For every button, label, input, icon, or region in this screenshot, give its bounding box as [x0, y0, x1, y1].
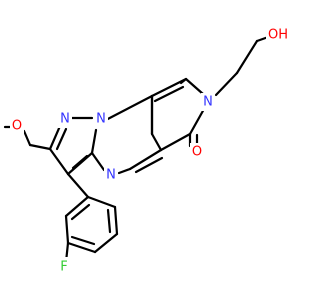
bond-ph-4: [66, 241, 97, 254]
atom-bg: [266, 26, 290, 44]
bond-c-ch2: [28, 143, 52, 151]
bond-ph-4b: [70, 235, 96, 246]
atom-pyrazole-nitrogen: N: [60, 112, 70, 127]
atom-bg: [57, 257, 71, 275]
bond-carbonyl-c: [159, 132, 192, 152]
bond-ph-6: [64, 195, 90, 218]
bond-layer: [3, 33, 276, 264]
bond-pm-1: [128, 148, 163, 171]
bond-pz-2: [48, 124, 62, 151]
atom-bg: [10, 117, 24, 135]
bond-ring1-a: [150, 77, 188, 98]
bond-pz-2b: [55, 127, 68, 151]
bond-ring-fuse: [150, 132, 163, 152]
bond-pz-3: [48, 147, 70, 176]
atom-amide-nitrogen: N: [203, 95, 213, 110]
bond-n-c-ring1: [184, 77, 205, 96]
bond-n-c-carbonyl: [188, 107, 206, 136]
atom-bg: [94, 110, 108, 128]
molecule-structure: OH N O N N N O F: [3, 26, 290, 275]
bond-c-n-chain: [214, 71, 239, 97]
bond-pz-ph: [66, 172, 90, 199]
atom-pyrazole-nitrogen-bridge: N: [96, 112, 106, 127]
bond-ring1-a2: [153, 85, 185, 103]
atom-carbonyl-oxygen: O: [192, 145, 202, 160]
bond-ph-3: [93, 232, 119, 254]
bond-ch2-o: [22, 129, 32, 147]
bond-pz-4b: [71, 154, 89, 170]
atom-fluorine: F: [60, 260, 67, 275]
bond-pm-1b: [134, 156, 164, 174]
bond-ph-2: [113, 205, 119, 236]
atom-hydroxyl-oxygen: OH: [268, 28, 288, 43]
bond-ph-6b: [70, 203, 91, 221]
atom-pyrimidine-nitrogen: N: [106, 168, 116, 183]
atom-bg: [58, 110, 72, 128]
bond-c-c-chain: [235, 39, 259, 75]
bond-pm-2: [117, 167, 132, 175]
atom-bg: [104, 166, 118, 184]
bond-ph-5: [64, 214, 70, 245]
bond-pm-3: [90, 151, 106, 172]
atom-ether-oxygen: O: [12, 119, 22, 134]
bond-ph-2b: [106, 208, 112, 234]
atom-label-layer: OH N O N N N O F: [10, 26, 290, 275]
bond-pm-4: [90, 128, 98, 155]
bond-pz-4: [66, 151, 94, 176]
atom-bg: [190, 143, 204, 161]
bond-pm-5: [100, 94, 154, 124]
atom-bg: [201, 93, 215, 111]
bond-ph-1: [86, 195, 117, 209]
